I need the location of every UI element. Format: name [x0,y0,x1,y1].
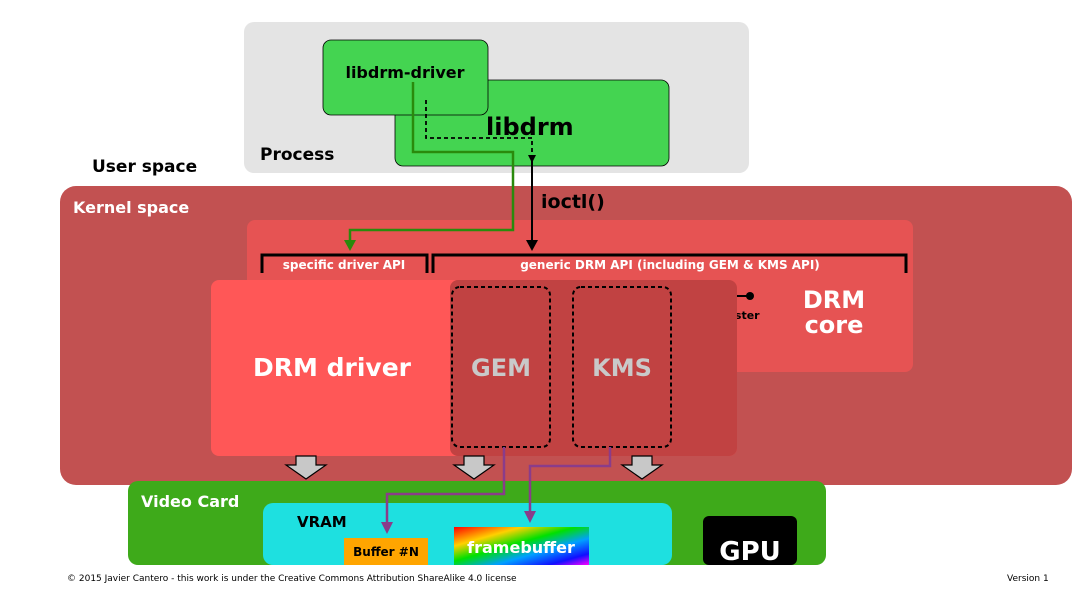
kms-framebuffer-arrow [528,447,612,515]
kms-down-arrow-icon [620,455,664,480]
libdrm-driver-label: libdrm-driver [345,63,464,82]
process-label: Process [260,145,334,165]
driver-api-arrowhead-icon [344,240,356,251]
gem-box [451,286,551,448]
specific-api-bracket [260,253,429,273]
gem-buffer-arrowhead-icon [381,522,393,534]
gpu-box [703,516,797,565]
gem-buffer-arrow [385,447,506,526]
framebuffer-label: framebuffer [467,538,575,557]
dashed-arrowhead-icon [528,155,536,163]
gem-label: GEM [471,354,531,382]
version-footer: Version 1 [1007,574,1049,584]
video-card-label: Video Card [141,492,239,511]
kms-box [572,286,672,448]
ioctl-arrowhead-icon [526,240,538,251]
generic-api-label: generic DRM API (including GEM & KMS API… [520,258,820,272]
specific-api-label: specific driver API [283,258,406,272]
ioctl-label: ioctl() [541,191,605,213]
kernel-space-label: Kernel space [73,198,189,217]
buffer-label: Buffer #N [353,545,419,559]
driver-down-arrow-icon [284,455,328,480]
vram-label: VRAM [297,513,347,531]
gpu-label: GPU [719,537,781,567]
driver-api-arrow [348,82,515,245]
buffer-box [344,538,428,565]
drm-driver-label: DRM driver [253,353,412,382]
libdrm-label: libdrm [486,113,574,141]
drm-core-label-line2: core [805,311,864,339]
framebuffer-box [454,527,589,565]
generic-api-bracket [431,253,908,273]
libdrm-driver-box [322,39,489,116]
kms-label: KMS [592,354,652,382]
drm-core-label-line1: DRM [803,286,865,314]
user-space-label: User space [92,157,197,177]
gem-down-arrow-icon [452,455,496,480]
license-footer: © 2015 Javier Cantero - this work is und… [67,574,517,584]
register-dot-icon [746,292,754,300]
libdrm-driver-dashed-path [425,100,533,155]
kms-framebuffer-arrowhead-icon [524,511,536,523]
